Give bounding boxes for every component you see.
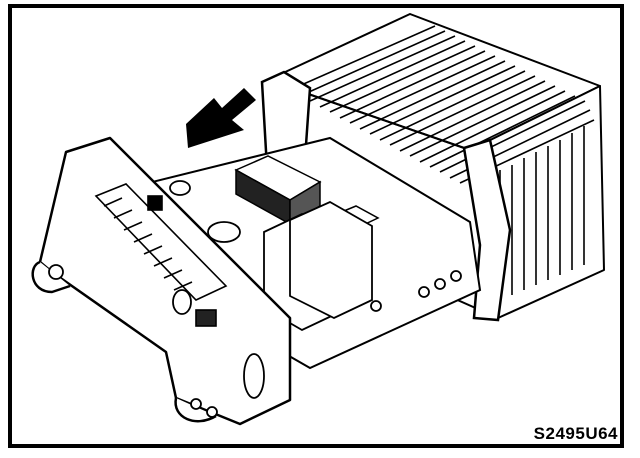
board-capacitor	[169, 180, 241, 243]
board-connector-chip	[234, 155, 322, 226]
connector-pins	[94, 183, 228, 327]
figure-reference-code: S2495U64	[533, 424, 618, 443]
board-posts	[370, 270, 462, 312]
direction-arrow-icon	[186, 88, 256, 148]
plate-holes	[48, 264, 265, 418]
daughter-cards	[263, 200, 373, 332]
cooling-fins	[289, 25, 595, 300]
figure-border	[8, 4, 624, 448]
